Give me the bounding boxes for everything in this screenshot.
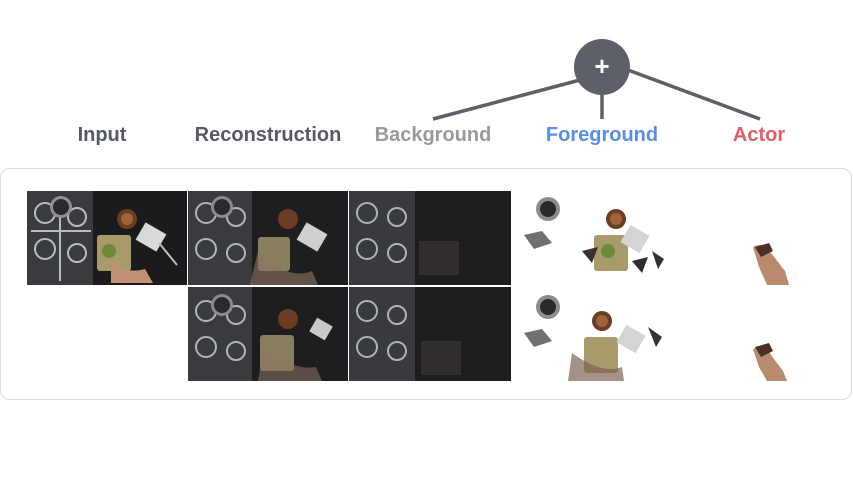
reconstruction-frame-2 — [188, 287, 348, 381]
label-actor: Actor — [732, 124, 786, 146]
reconstruction-frame-1 — [188, 191, 348, 285]
background-frame-2 — [349, 287, 511, 381]
foreground-frame-2 — [524, 295, 662, 381]
connector-actor — [627, 68, 761, 121]
label-input: Input — [77, 124, 127, 146]
foreground-frame-1 — [524, 197, 664, 273]
label-background: Background — [374, 124, 492, 146]
input-frame — [27, 191, 187, 285]
actor-frame-1 — [753, 243, 789, 285]
plus-node — [574, 39, 630, 95]
label-reconstruction: Reconstruction — [194, 124, 342, 146]
background-frame-1 — [349, 191, 511, 285]
actor-frame-2 — [753, 343, 787, 381]
label-foreground: Foreground — [545, 124, 659, 146]
connector-background — [432, 78, 581, 121]
plus-icon: + — [594, 50, 610, 81]
